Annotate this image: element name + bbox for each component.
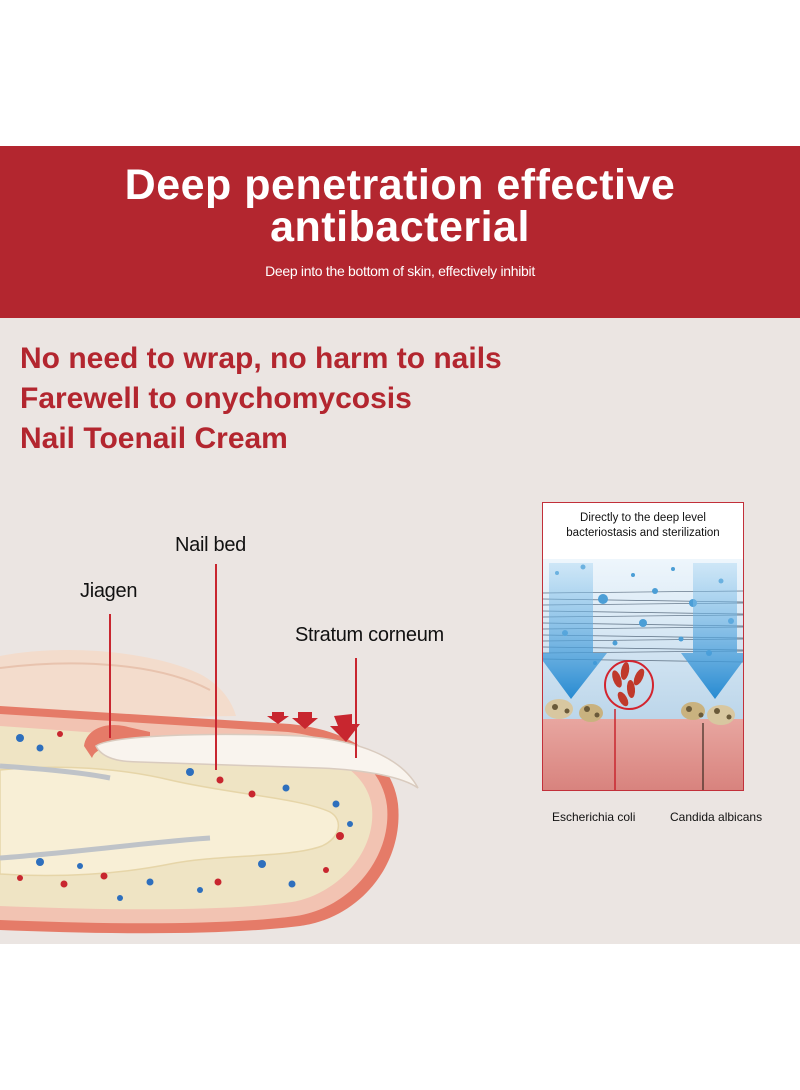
label-nail-bed: Nail bed — [175, 534, 246, 556]
arrow-large — [330, 714, 360, 742]
vessel-line-upper — [0, 763, 111, 781]
blood-cells — [16, 731, 353, 901]
banner-title: Deep penetration effective antibacterial — [0, 161, 800, 251]
label-stratum-corneum: Stratum corneum — [295, 624, 444, 646]
banner-title-line1: Deep penetration effective — [124, 161, 676, 209]
skin-fold-line — [0, 662, 211, 691]
left-penetration-beam — [543, 563, 607, 699]
headline-2: Farewell to onychomycosis — [20, 382, 412, 415]
vessel-line-lower — [0, 835, 211, 861]
inset-caption: Directly to the deep level bacteriostasi… — [543, 511, 743, 541]
arrow-medium — [292, 712, 318, 729]
bottom-whitespace — [0, 944, 800, 1090]
banner-title-line2: antibacterial — [270, 203, 530, 251]
headline-1: No need to wrap, no harm to nails — [20, 342, 502, 375]
banner-subtitle: Deep into the bottom of skin, effectivel… — [265, 263, 535, 279]
inset-caption-line1: Directly to the deep level — [580, 512, 706, 524]
bacteria-colony — [545, 699, 735, 725]
nail-plate — [95, 733, 419, 789]
headline-3: Nail Toenail Cream — [20, 422, 288, 455]
label-escherichia-coli: Escherichia coli — [552, 810, 636, 824]
skin-fold — [0, 650, 236, 720]
header-banner: Deep penetration effective antibacterial… — [0, 146, 800, 318]
inset-skin-layer — [543, 719, 743, 790]
inset-caption-line2: bacteriostasis and sterilization — [566, 527, 720, 539]
penetration-arrows — [267, 712, 360, 742]
arrow-small — [267, 712, 289, 724]
content-panel: No need to wrap, no harm to nails Farewe… — [0, 318, 800, 944]
right-penetration-beam — [681, 563, 743, 699]
label-candida-albicans: Candida albicans — [670, 810, 763, 824]
penetration-inset: Directly to the deep level bacteriostasi… — [542, 502, 744, 791]
top-whitespace — [0, 0, 800, 146]
highlight-circle — [604, 660, 654, 710]
nail-anatomy-illustration — [0, 564, 419, 934]
label-jiagen: Jiagen — [80, 580, 138, 602]
inset-illustration — [543, 559, 743, 790]
e-coli-cluster — [612, 662, 645, 707]
